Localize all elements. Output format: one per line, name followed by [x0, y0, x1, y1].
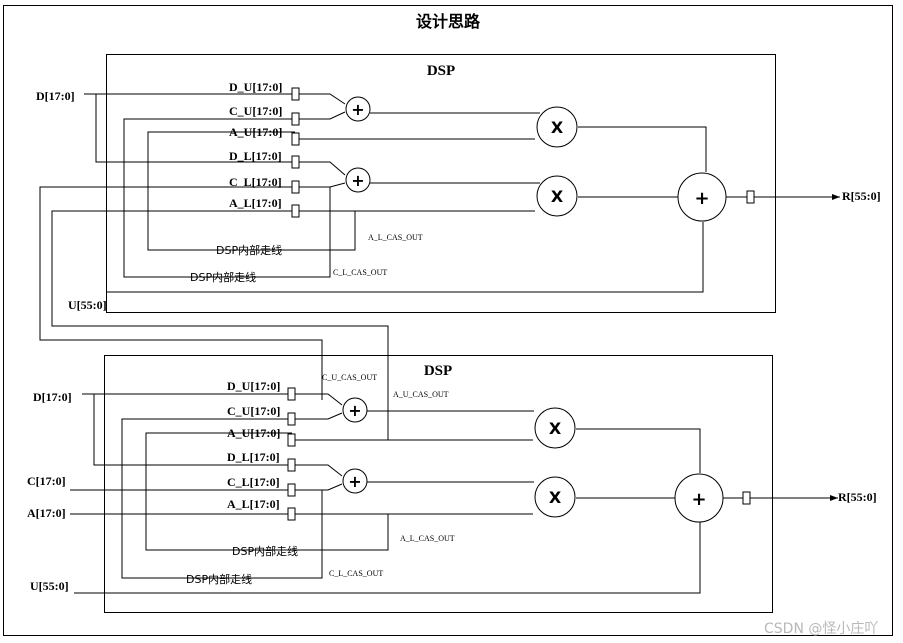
dsp-top-port-d-u: D_U[17:0]: [229, 80, 282, 94]
dsp-bottom-sum-symbol: +: [691, 489, 706, 510]
dsp-top-sum: [677, 172, 727, 222]
dsp-bottom-multiplier-lower: [534, 476, 576, 518]
dsp-top-adder-lower: [345, 167, 371, 193]
dsp-bottom-adder-lower: [342, 468, 368, 494]
dsp-bottom-adder-upper-symbol: +: [348, 401, 361, 420]
dsp-bottom-adder-upper: [342, 397, 368, 423]
dsp-top-block: DSP D[17:0] U[55:0] D_U[17:0] C_U[17:0] …: [36, 54, 881, 440]
dsp-top-port-c-l: C_L[17:0]: [229, 175, 282, 189]
outer-frame: [3, 5, 893, 636]
dsp-top-registers: [291, 87, 755, 218]
dsp-bottom-multiplier-lower-symbol: X: [549, 488, 562, 507]
dsp-top-frame: [106, 54, 776, 313]
dsp-top-multiplier-upper: [536, 106, 578, 148]
dsp-top-adder-upper-symbol: +: [351, 100, 364, 119]
dsp-top-input-d: D[17:0]: [36, 89, 75, 103]
dsp-bottom-multiplier-upper-symbol: X: [549, 419, 562, 438]
dsp-bottom-block: DSP D[17:0] C[17:0] A[17:0] U[55:0] D_U[…: [27, 355, 877, 613]
dsp-bottom-input-c: C[17:0]: [27, 474, 66, 488]
dsp-bottom-input-a: A[17:0]: [27, 506, 66, 520]
dsp-bottom-cas-a-label: A_L_CAS_OUT: [400, 534, 455, 543]
dsp-bottom-port-a-l: A_L[17:0]: [227, 497, 280, 511]
dsp-top-route-a-label: DSP内部走线: [216, 243, 282, 257]
dsp-bottom-adder-lower-symbol: +: [348, 472, 361, 491]
dsp-bottom-output-r: R[55:0]: [838, 490, 877, 504]
dsp-top-wires: [39, 93, 840, 440]
dsp-bottom-wires: [70, 393, 838, 594]
dsp-top-port-a-l: A_L[17:0]: [229, 196, 282, 210]
dsp-bottom-port-c-u: C_U[17:0]: [227, 404, 280, 418]
dsp-top-sum-symbol: +: [694, 188, 709, 209]
dsp-top-multiplier-lower: [536, 175, 578, 217]
dsp-bottom-title: DSP: [424, 363, 452, 379]
dsp-bottom-route-a-label: DSP内部走线: [232, 544, 298, 558]
dsp-top-adder-lower-symbol: +: [351, 171, 364, 190]
dsp-bottom-frame: [104, 355, 773, 613]
dsp-bottom-input-u: U[55:0]: [30, 579, 69, 593]
dsp-bottom-port-d-u: D_U[17:0]: [227, 379, 280, 393]
dsp-bottom-sum: [674, 473, 724, 523]
dsp-bottom-cas-au-in-label: A_U_CAS_OUT: [393, 390, 449, 399]
dsp-top-cas-c-label: C_L_CAS_OUT: [333, 268, 387, 277]
dsp-bottom-route-c-label: DSP内部走线: [186, 572, 252, 586]
dsp-bottom-registers: [287, 387, 751, 521]
dsp-bottom-port-c-l: C_L[17:0]: [227, 475, 280, 489]
dsp-top-port-d-l: D_L[17:0]: [229, 149, 282, 163]
dsp-bottom-port-d-l: D_L[17:0]: [227, 450, 280, 464]
dsp-top-cas-a-label: A_L_CAS_OUT: [368, 233, 423, 242]
watermark: CSDN @怪小庄吖: [764, 620, 878, 637]
dsp-top-input-u: U[55:0]: [68, 298, 107, 312]
dsp-top-port-c-u: C_U[17:0]: [229, 104, 282, 118]
dsp-top-title: DSP: [427, 63, 455, 79]
dsp-top-multiplier-lower-symbol: X: [551, 187, 564, 206]
dsp-top-route-c-label: DSP内部走线: [190, 270, 256, 284]
dsp-top-output-r: R[55:0]: [842, 189, 881, 203]
diagram-title: 设计思路: [416, 12, 481, 31]
dsp-bottom-multiplier-upper: [534, 407, 576, 449]
dsp-top-adder-upper: [345, 96, 371, 122]
dsp-bottom-input-d: D[17:0]: [33, 390, 72, 404]
dsp-bottom-cas-c-label: C_L_CAS_OUT: [329, 569, 383, 578]
dsp-bottom-cas-cu-in-label: C_U_CAS_OUT: [322, 373, 377, 382]
dsp-top-multiplier-upper-symbol: X: [551, 118, 564, 137]
